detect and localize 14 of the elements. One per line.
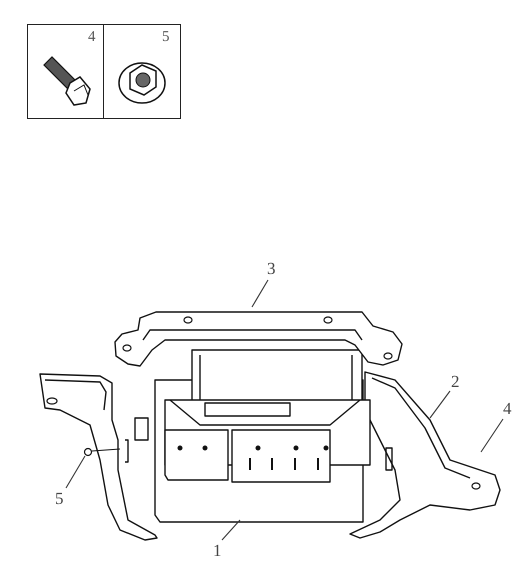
callout-number: 5 xyxy=(55,490,64,507)
part-number: 5 xyxy=(162,30,170,45)
callout-number: 3 xyxy=(267,260,276,277)
leader-line xyxy=(66,456,86,488)
leader-line xyxy=(430,390,450,418)
leader-line xyxy=(222,520,240,540)
callout-number: 1 xyxy=(213,542,222,559)
part-number: 4 xyxy=(88,30,96,45)
part-frame xyxy=(27,24,104,119)
callout-number: 2 xyxy=(451,373,460,390)
part-frame xyxy=(103,24,181,119)
leader-line xyxy=(480,418,504,452)
leader-line xyxy=(252,280,268,308)
callout-number: 4 xyxy=(503,400,512,417)
